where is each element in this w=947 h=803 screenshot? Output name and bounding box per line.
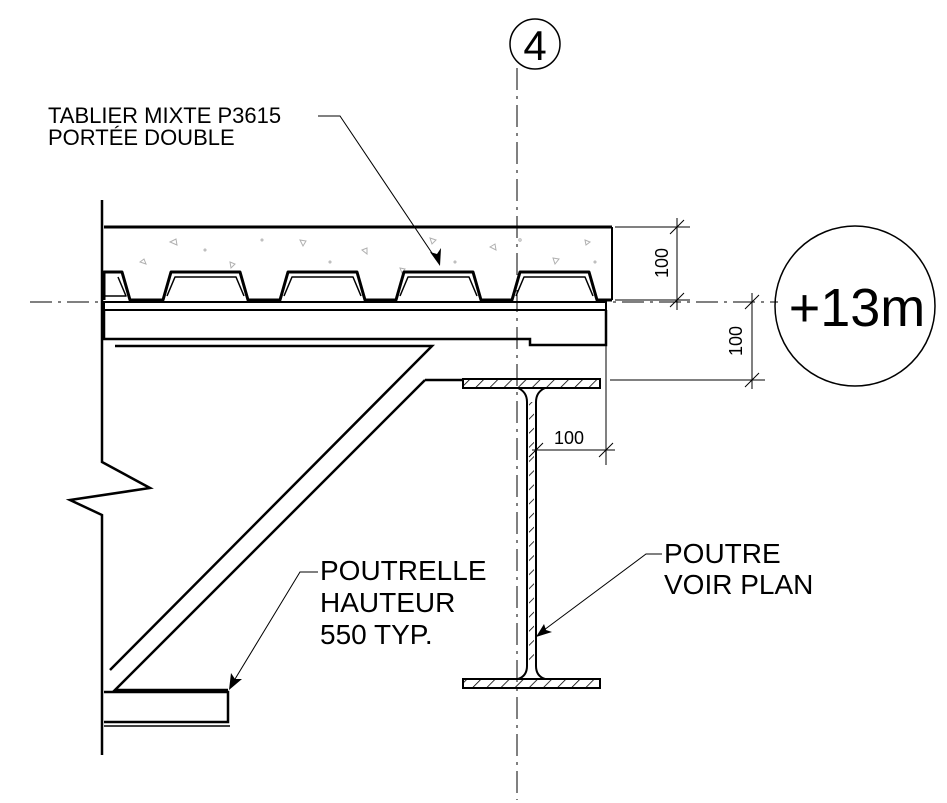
dim-flange-offset — [528, 345, 615, 465]
steel-deck-profile — [102, 270, 612, 302]
dim-beam-offset — [610, 293, 765, 389]
steel-deck-profile-inner — [104, 276, 594, 297]
dim-slab-thickness — [615, 218, 690, 310]
top-flange — [462, 378, 601, 389]
joist-brace — [104, 344, 463, 727]
callout-deck-arrow — [430, 248, 441, 266]
joist-upper-edge — [109, 344, 436, 671]
ledger-beam — [102, 301, 608, 347]
callout-joist-line2: HAUTEUR — [320, 587, 455, 618]
dim-slab-thickness-label: 100 — [652, 248, 672, 278]
callout-beam: POUTRE VOIR PLAN — [536, 538, 813, 637]
web-fill — [529, 402, 534, 666]
callout-deck: TABLIER MIXTE P3615 PORTÉE DOUBLE — [48, 103, 441, 266]
wall-edge-with-break — [65, 200, 154, 755]
callout-beam-line2: VOIR PLAN — [664, 569, 813, 600]
grid-marker: 4 — [509, 18, 561, 70]
callout-joist-arrow — [229, 673, 242, 690]
dim-flange-offset-label: 100 — [554, 428, 584, 448]
callout-deck-line1: TABLIER MIXTE P3615 — [48, 103, 281, 128]
steel-i-beam — [462, 378, 601, 689]
dim-beam-offset-label: 100 — [726, 326, 746, 356]
joist-lower-edge — [111, 378, 463, 692]
callout-joist: POUTRELLE HAUTEUR 550 TYP. — [229, 555, 487, 690]
elevation-marker: +13m — [774, 225, 936, 387]
web — [517, 387, 546, 680]
callout-joist-line3: 550 TYP. — [320, 619, 433, 650]
ledger-outline — [102, 310, 608, 347]
joist-bottom-plate — [104, 690, 230, 724]
grid-marker-label: 4 — [523, 22, 546, 69]
composite-slab — [102, 225, 613, 302]
concrete-aggregate-flecks — [138, 237, 597, 275]
ledger-top-plate — [103, 301, 607, 311]
callout-joist-line1: POUTRELLE — [320, 555, 487, 586]
elevation-label: +13m — [789, 278, 926, 338]
callout-deck-leader — [318, 115, 439, 263]
callout-joist-leader — [231, 571, 318, 685]
grid-marker-bubble — [509, 18, 561, 70]
elevation-bubble — [774, 225, 936, 387]
callout-deck-line2: PORTÉE DOUBLE — [48, 125, 235, 150]
bottom-flange — [462, 678, 601, 689]
callout-beam-line1: POUTRE — [664, 538, 781, 569]
callout-beam-leader — [539, 553, 662, 634]
callout-beam-arrow — [536, 624, 552, 637]
